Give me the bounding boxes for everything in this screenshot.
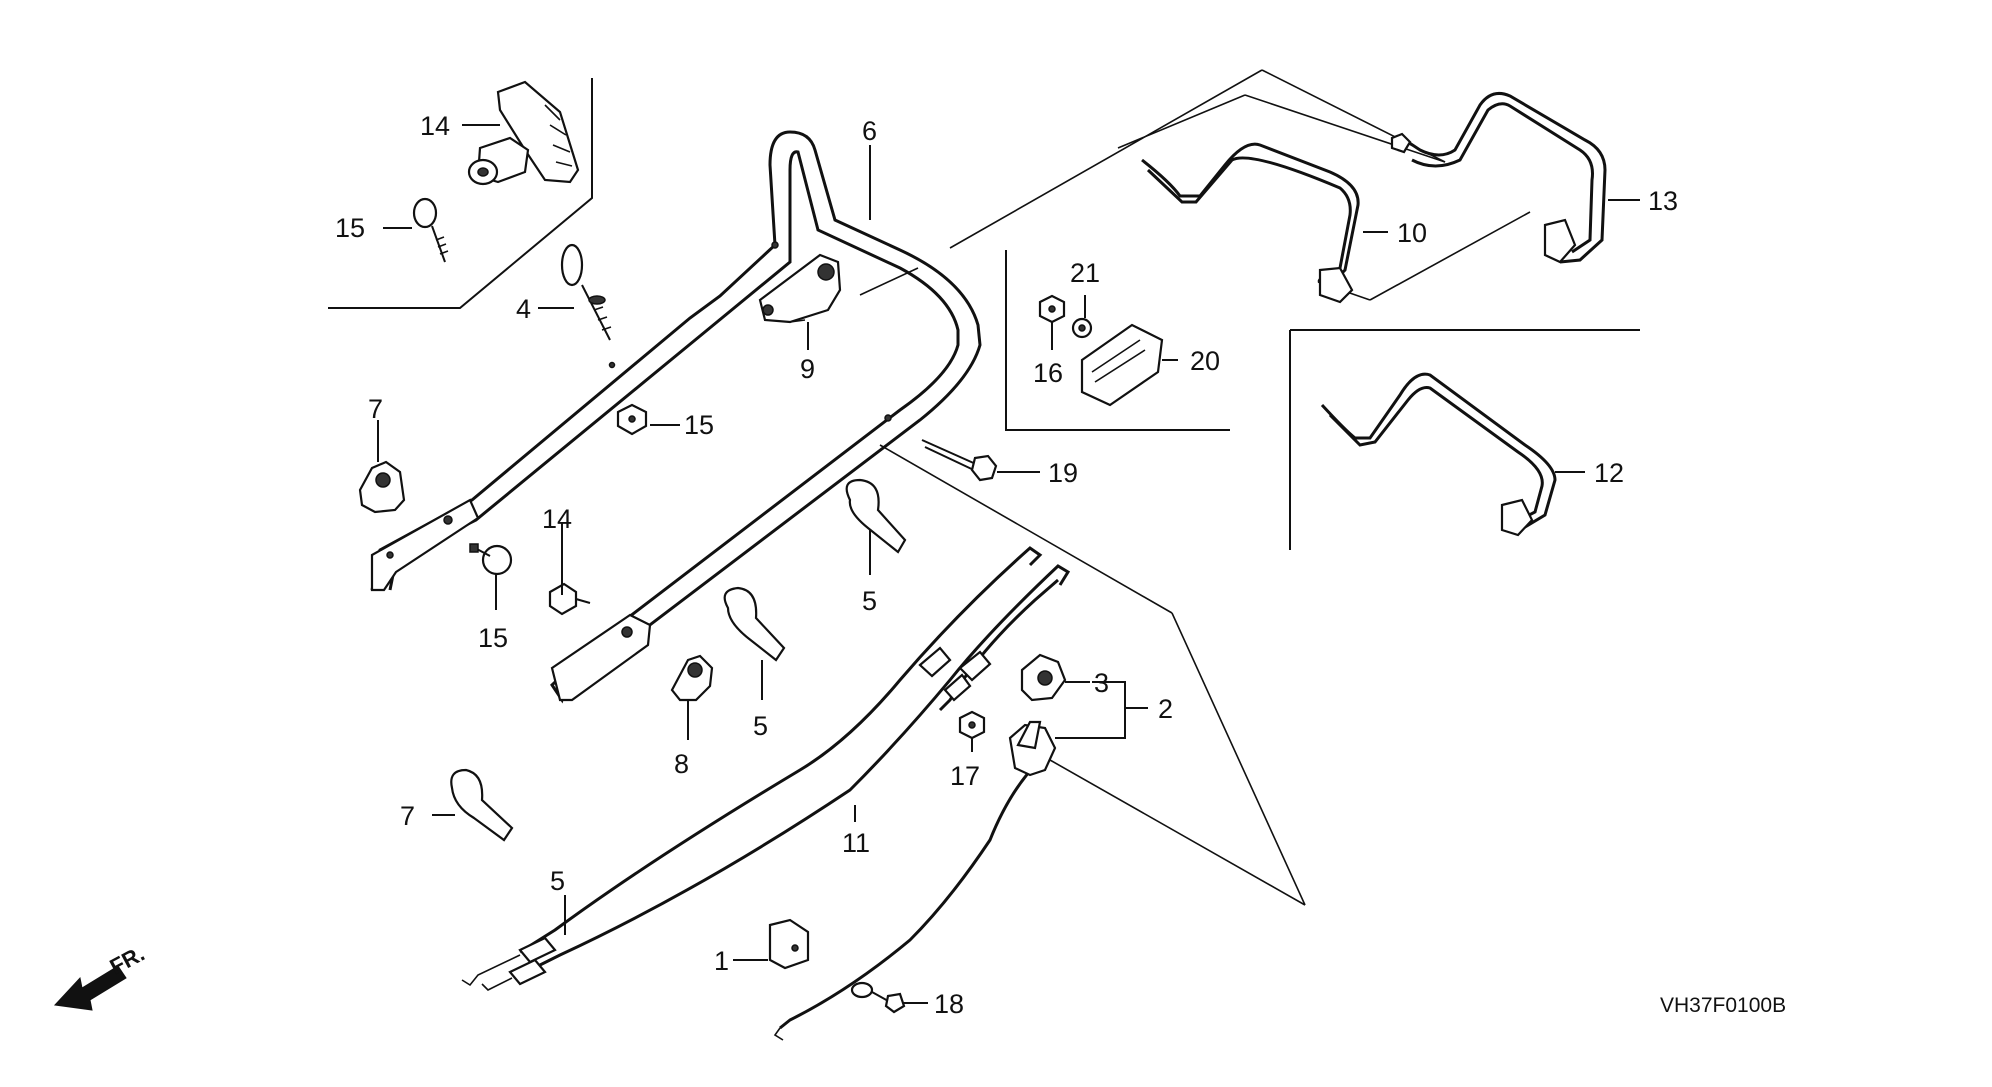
callout-9: 10 [1397,218,1427,248]
main-handle [370,130,982,704]
callout-11: 5 [550,866,565,896]
group-frames [328,69,1640,906]
callout-1: 1 [714,946,729,976]
callout-16: 18 [934,989,964,1019]
part-18-knob [467,80,580,186]
callout-21: 21 [1070,258,1100,288]
part-2-cable-lever [773,653,1067,1041]
callout-15-b: 16 [1033,358,1063,388]
part-14-bolts [469,543,591,616]
wire-guides [1141,92,1607,537]
part-21-20-group [1071,317,1164,407]
part-4-eyebolt [560,243,612,341]
callout-17: 19 [1048,458,1078,488]
callout-2: 2 [1158,694,1173,724]
callout-15-c: 17 [950,761,980,791]
front-direction-arrow: FR. [53,941,149,1011]
callout-20: 20 [1190,346,1220,376]
callout-14-b: 15 [478,623,508,653]
callout-7-a: 7 [368,394,383,424]
leader-lines [377,124,1640,1004]
callout-19: 15 [335,213,365,243]
callout-4: 4 [516,294,531,324]
callout-15-a: 15 [684,410,714,440]
callout-3: 3 [1094,668,1109,698]
part-5-clips [450,478,907,842]
callout-18: 14 [420,111,450,141]
cables [461,546,1071,991]
part-19-eyebolt [412,197,449,263]
callout-8: 9 [800,354,815,384]
part-7-clamps [358,460,714,702]
callout-5-b: 5 [753,711,768,741]
part-1-16 [768,918,906,1014]
callout-10: 11 [842,828,870,858]
part-15-nuts [616,294,1066,740]
callout-14-a: 14 [542,504,572,534]
callout-6: 6 [862,116,877,146]
part-17-bolt [921,439,998,482]
callout-5-a: 5 [862,586,877,616]
drawing-code: VH37F0100B [1660,994,1786,1017]
part-8-bracket [758,253,842,324]
callout-12: 12 [1594,458,1624,488]
callout-13: 13 [1648,186,1678,216]
callout-5-c: 7 [400,801,415,831]
callout-labels: 14 15 4 7 15 6 9 21 16 20 19 10 13 12 14… [335,111,1678,1019]
callout-7-b: 8 [674,749,689,779]
